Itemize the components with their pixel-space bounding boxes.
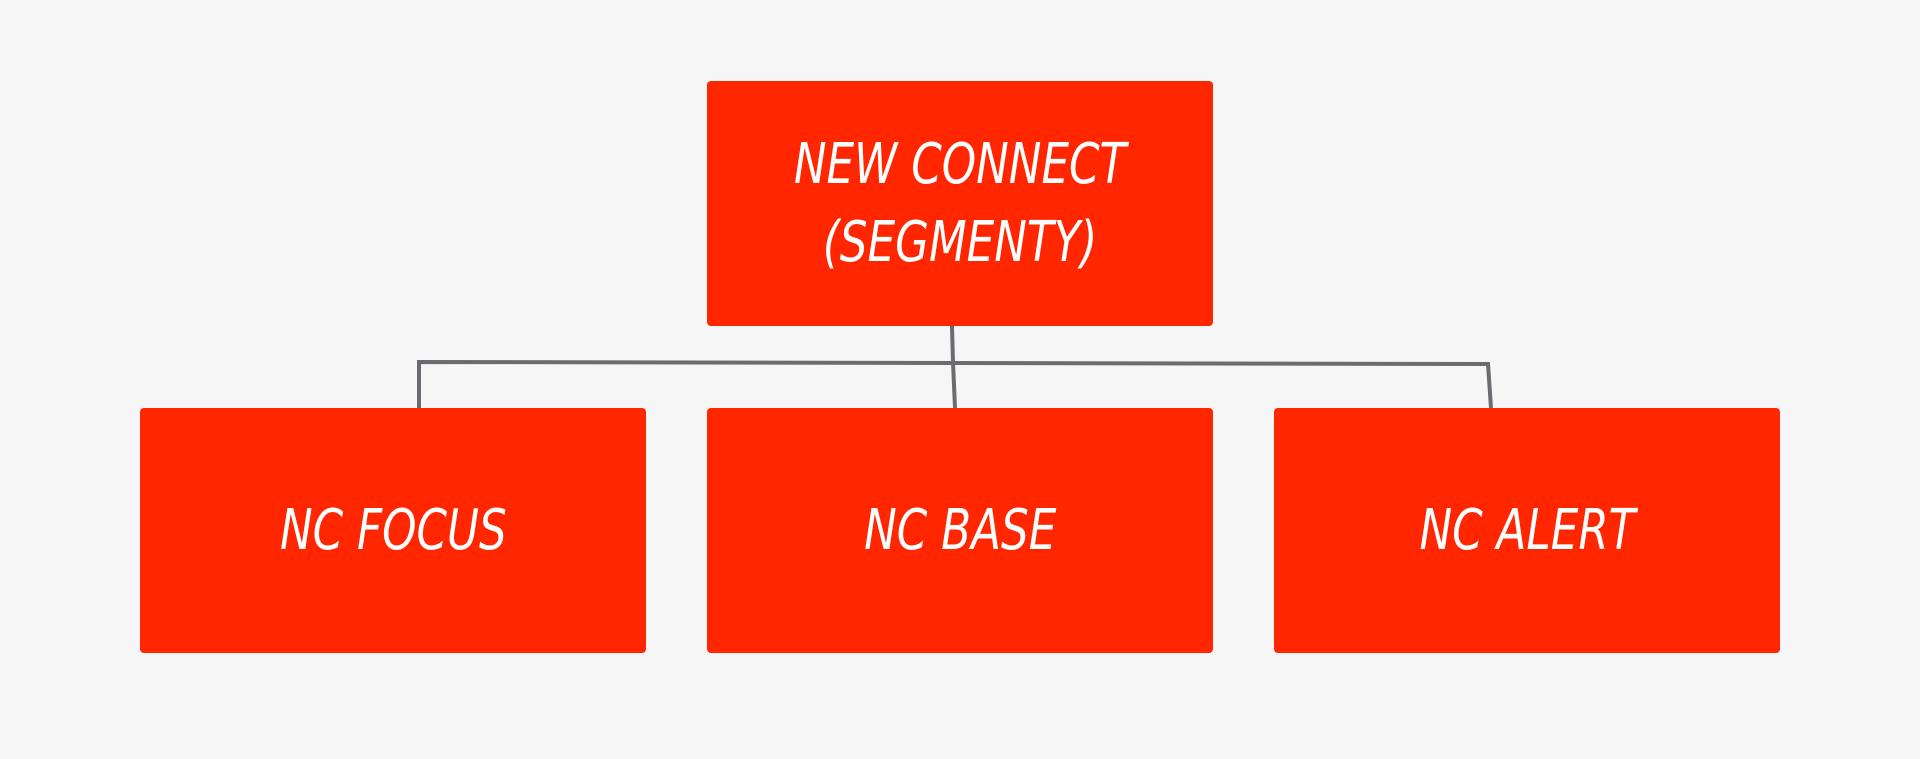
- node-new-connect-line2: (SEGMENTY): [822, 209, 1098, 275]
- node-nc-focus: NC FOCUS: [140, 408, 646, 653]
- connector-root-stem: [950, 325, 955, 363]
- node-new-connect: NEW CONNECT (SEGMENTY): [707, 81, 1213, 326]
- connector-horizontal-bar: [417, 359, 1493, 409]
- node-new-connect-text: NEW CONNECT (SEGMENTY): [747, 126, 1173, 282]
- node-nc-focus-label: NC FOCUS: [279, 497, 507, 563]
- connector-to-nc-base: [951, 361, 957, 409]
- node-nc-base: NC BASE: [707, 408, 1213, 653]
- node-nc-base-label: NC BASE: [863, 497, 1057, 563]
- node-nc-alert-label: NC ALERT: [1419, 497, 1635, 563]
- node-new-connect-line1: NEW CONNECT: [793, 131, 1127, 197]
- node-nc-alert: NC ALERT: [1274, 408, 1780, 653]
